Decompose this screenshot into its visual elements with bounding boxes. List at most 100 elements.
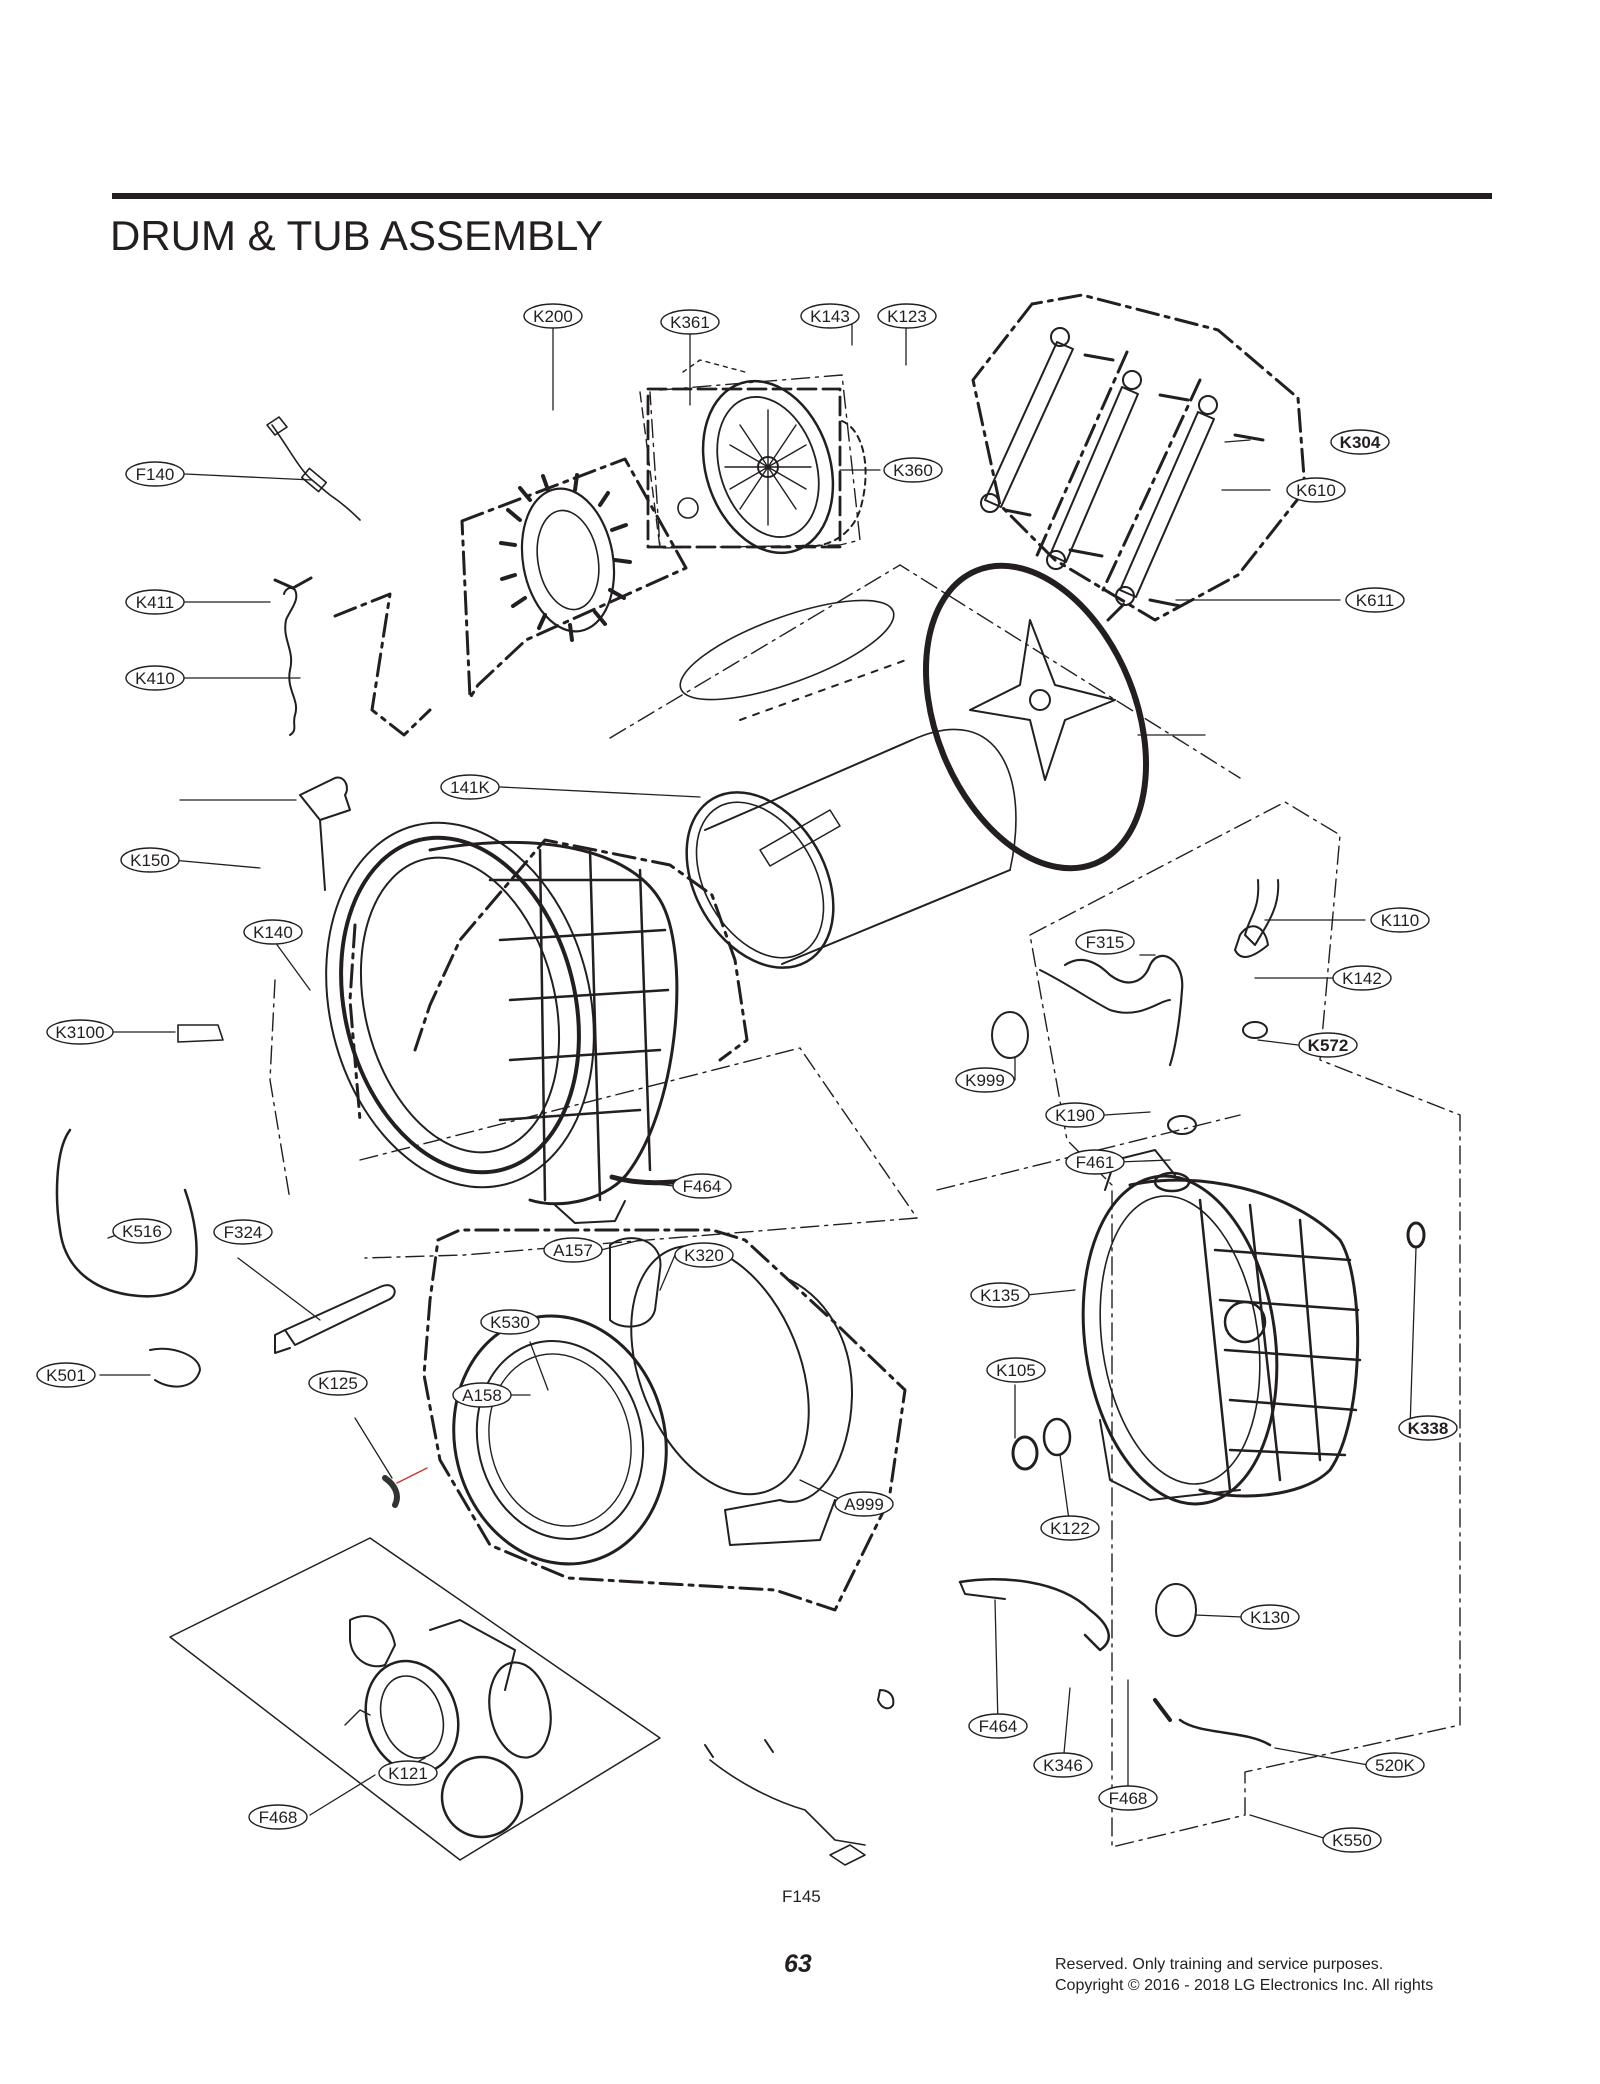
part-callout-k550: K550 — [1322, 1827, 1382, 1853]
callout-label: K572 — [1308, 1036, 1349, 1055]
footer-rights-line: Reserved. Only training and service purp… — [1055, 1956, 1384, 1973]
callout-bubble — [672, 1173, 732, 1199]
callout-label: K610 — [1296, 481, 1336, 500]
callout-bubble — [1033, 1752, 1093, 1778]
callout-label: K135 — [980, 1286, 1020, 1305]
callout-bubble — [1330, 429, 1390, 455]
callout-label: K123 — [887, 307, 927, 326]
callout-bubble — [1045, 1102, 1105, 1128]
callout-bubble — [248, 1804, 308, 1830]
callout-label: F140 — [136, 465, 175, 484]
drain-pump-k346 — [344, 1615, 552, 1839]
callout-bubble — [125, 589, 185, 615]
part-callout-520k: 520K — [1365, 1752, 1425, 1778]
callout-bubble — [213, 1219, 273, 1245]
left-small-parts — [55, 416, 895, 1866]
part-callout-k105: K105 — [986, 1357, 1046, 1383]
callout-label: K150 — [130, 851, 170, 870]
callout-label: K530 — [490, 1313, 530, 1332]
part-callout-a158: A158 — [452, 1382, 512, 1408]
group-boundaries — [333, 293, 1307, 1612]
hoses — [958, 879, 1280, 1747]
callout-label: K411 — [136, 593, 174, 612]
part-callout-k346: K346 — [1033, 1752, 1093, 1778]
part-callout-k320: K320 — [674, 1242, 734, 1268]
callout-bubble — [970, 1282, 1030, 1308]
callout-label: K121 — [388, 1764, 428, 1783]
callout-label: K516 — [122, 1222, 162, 1241]
heater-k320 — [274, 1284, 396, 1354]
page-title: DRUM & TUB ASSEMBLY — [110, 212, 604, 259]
part-callout-a157: A157 — [543, 1237, 603, 1263]
callout-bubble — [660, 309, 720, 335]
front-tub-k140 — [325, 821, 679, 1224]
part-callout-k110: K110 — [1370, 907, 1430, 933]
part-callout-k190: K190 — [1045, 1102, 1105, 1128]
rotor-stator-assembly — [499, 379, 867, 642]
part-callout-f315: F315 — [1075, 929, 1135, 955]
callout-label: K550 — [1332, 1831, 1372, 1850]
callout-label: K140 — [253, 923, 293, 942]
rear-tub-k105 — [1081, 1149, 1362, 1506]
callout-bubble — [1398, 1415, 1458, 1441]
callout-bubble — [1298, 1032, 1358, 1058]
callout-bubble — [1065, 1149, 1125, 1175]
callout-label: K122 — [1050, 1519, 1090, 1538]
callout-label: F324 — [224, 1223, 263, 1242]
part-callout-f461: F461 — [1065, 1149, 1125, 1175]
spider-141k — [923, 562, 1149, 872]
part-callout-k501: K501 — [36, 1362, 96, 1388]
callout-bubble — [112, 1218, 172, 1244]
part-callout-f468: F468 — [1098, 1785, 1158, 1811]
callout-bubble — [523, 303, 583, 329]
stator-box — [646, 387, 842, 549]
part-callout-k200: K200 — [523, 303, 583, 329]
part-callout-k142: K142 — [1332, 965, 1392, 991]
callout-label: K105 — [996, 1361, 1036, 1380]
part-callout-k3100: K3100 — [46, 1019, 114, 1045]
part-callout-k610: K610 — [1286, 477, 1346, 503]
callout-label: K142 — [1342, 969, 1382, 988]
callout-bubble — [1332, 965, 1392, 991]
callout-bubble — [955, 1067, 1015, 1093]
callout-bubble — [243, 919, 303, 945]
callout-label: A999 — [844, 1495, 884, 1514]
callout-bubble — [120, 847, 180, 873]
part-callout-k611: K611 — [1345, 587, 1405, 613]
leader-lines — [99, 314, 1417, 1841]
part-callout-f324: F324 — [213, 1219, 273, 1245]
part-callout-k135: K135 — [970, 1282, 1030, 1308]
part-callout-k516: K516 — [112, 1218, 172, 1244]
callout-bubble — [452, 1382, 512, 1408]
part-callout-k338: K338 — [1398, 1415, 1458, 1441]
part-callout-k130: K130 — [1240, 1604, 1300, 1630]
callout-label: F468 — [1109, 1789, 1148, 1808]
callout-label: K320 — [684, 1246, 724, 1265]
callout-bubble — [125, 461, 185, 487]
part-callout-141k: 141K — [440, 774, 500, 800]
callout-label: K611 — [1356, 591, 1394, 610]
part-callout-k530: K530 — [480, 1309, 540, 1335]
callout-bubble — [308, 1370, 368, 1396]
drum-k110 — [679, 599, 1017, 969]
part-callout-k411: K411 — [125, 589, 185, 615]
callout-label: F315 — [1086, 933, 1125, 952]
pump-group-box — [169, 1537, 661, 1861]
callout-label: K360 — [893, 461, 933, 480]
part-callout-k360: K360 — [883, 457, 943, 483]
callout-bubble — [1240, 1604, 1300, 1630]
gasket-group — [452, 1174, 853, 1566]
part-callout-k572: K572 — [1298, 1032, 1358, 1058]
page-number: 63 — [784, 1950, 812, 1978]
callout-bubble — [543, 1237, 603, 1263]
callout-bubble — [1345, 587, 1405, 613]
callout-label: K143 — [810, 307, 850, 326]
callout-label: K346 — [1043, 1756, 1083, 1775]
part-callout-k999: K999 — [955, 1067, 1015, 1093]
callout-label: K200 — [533, 307, 573, 326]
callout-label: 141K — [450, 778, 490, 797]
part-callout-k361: K361 — [660, 309, 720, 335]
callout-label: F461 — [1076, 1153, 1115, 1172]
callout-bubble — [1365, 1752, 1425, 1778]
